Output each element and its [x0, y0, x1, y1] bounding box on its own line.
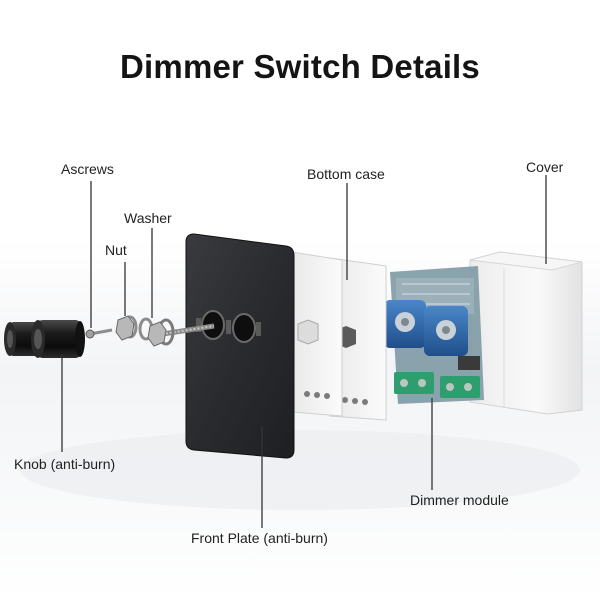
cover-part — [469, 251, 583, 415]
front-plate-part — [185, 233, 295, 459]
mid-case-part — [291, 251, 343, 417]
label-dimmer-module: Dimmer module — [410, 492, 509, 508]
label-cover: Cover — [526, 159, 564, 175]
dimmer-module-part — [384, 266, 484, 404]
diagram-title: Dimmer Switch Details — [120, 48, 480, 85]
label-ascrews: Ascrews — [61, 161, 114, 177]
label-nut: Nut — [105, 242, 127, 258]
callout-lines — [61, 175, 547, 528]
floor-shadow — [20, 430, 580, 510]
label-knob: Knob (anti-burn) — [14, 456, 116, 472]
label-bottom-case: Bottom case — [307, 166, 385, 182]
ascrew — [85, 328, 113, 339]
knobs — [4, 320, 85, 358]
nuts — [115, 315, 167, 347]
label-front-plate: Front Plate (anti-burn) — [191, 530, 328, 546]
label-washer: Washer — [124, 210, 172, 226]
